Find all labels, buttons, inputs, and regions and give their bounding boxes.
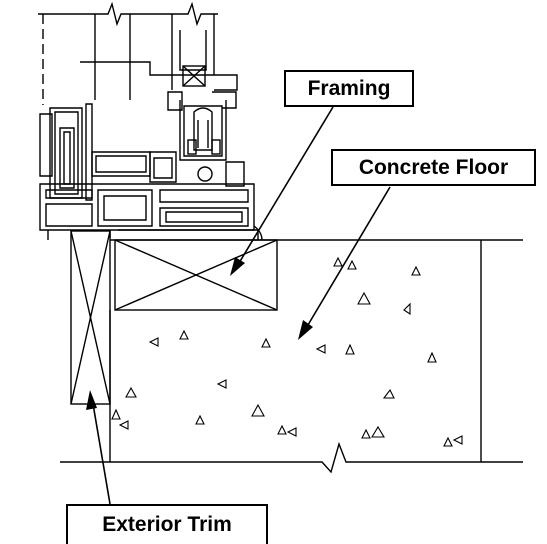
triangle-aggregate-icon [452, 435, 463, 445]
top-break-line [38, 1, 218, 27]
triangle-aggregate-icon [347, 259, 357, 270]
triangle-aggregate-icon [357, 291, 371, 305]
bottom-break-line [60, 441, 523, 474]
concrete-floor-arrowhead [298, 320, 313, 340]
framing-arrowhead [230, 257, 245, 276]
exterior-trim-leader [91, 397, 111, 505]
leader-lines [91, 106, 391, 505]
framing-member [114, 239, 278, 311]
triangle-aggregate-icon [286, 427, 297, 437]
triangle-aggregate-icon [443, 436, 453, 447]
exterior-trim-label: Exterior Trim [66, 504, 268, 544]
triangle-aggregate-icon [251, 403, 265, 417]
triangle-aggregate-icon [195, 414, 205, 425]
triangle-aggregate-icon [125, 386, 137, 398]
triangle-aggregate-icon [411, 265, 421, 276]
triangle-aggregate-icon [403, 302, 411, 316]
triangle-aggregate-icon [361, 428, 371, 439]
concrete-floor-leader [304, 186, 391, 331]
triangle-aggregate-icon [118, 420, 129, 430]
triangle-aggregate-icon [111, 408, 121, 420]
triangle-aggregate-icon [148, 337, 159, 347]
framing-label: Framing [284, 70, 414, 107]
framing-leader [235, 106, 334, 269]
triangle-aggregate-icon [179, 329, 189, 340]
exterior-trim-arrowhead [86, 390, 97, 410]
triangle-aggregate-icon [315, 344, 326, 354]
triangle-aggregate-icon [277, 424, 287, 435]
concrete-floor-outline [60, 239, 523, 474]
exterior-trim-board [70, 230, 111, 405]
triangle-aggregate-icon [371, 425, 385, 438]
triangle-aggregate-icon [261, 337, 271, 348]
window-frame-profile [38, 1, 263, 241]
triangle-aggregate-icon [345, 343, 355, 355]
leader-arrowheads [86, 257, 313, 410]
triangle-aggregate-icon [333, 256, 343, 267]
triangle-aggregate-icon [427, 351, 437, 363]
aggregate-triangles [111, 256, 463, 447]
triangle-aggregate-icon [382, 388, 395, 399]
triangle-aggregate-icon [216, 379, 227, 389]
concrete-floor-label: Concrete Floor [331, 149, 536, 186]
